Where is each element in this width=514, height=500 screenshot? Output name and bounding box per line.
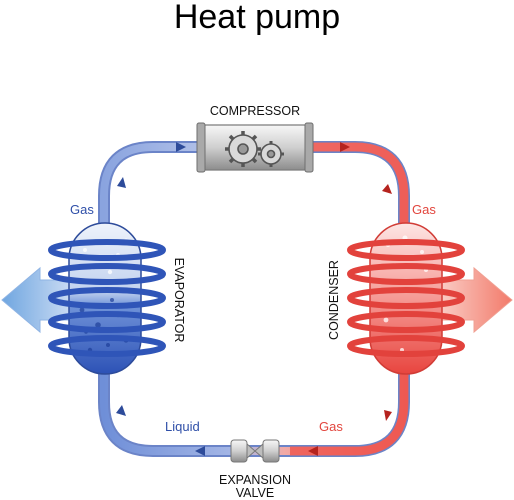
- flow-arrow-icon: [117, 177, 126, 188]
- refrigerant-loop: [98, 141, 410, 457]
- compressor-label: COMPRESSOR: [210, 104, 300, 118]
- diagram-title: Heat pump: [174, 0, 340, 36]
- expansion-valve-label-line1: EXPANSION: [219, 473, 291, 487]
- condenser-outlet-label: Gas: [319, 419, 343, 434]
- evaporator: [48, 222, 166, 375]
- condenser-inlet-label: Gas: [412, 202, 436, 217]
- flow-arrow-icon: [195, 446, 205, 456]
- compressor: [196, 122, 314, 173]
- evaporator-coil: [48, 239, 166, 357]
- condenser-label: CONDENSER: [327, 260, 341, 340]
- condenser: [347, 222, 465, 375]
- flow-arrow-icon: [176, 142, 186, 152]
- flow-arrows: [116, 142, 392, 456]
- condenser-coil: [347, 239, 465, 357]
- expansion-valve-label-line2: VALVE: [236, 486, 274, 500]
- flow-arrow-icon: [384, 410, 392, 421]
- expansion-valve: [230, 439, 280, 463]
- evaporator-outlet-label: Gas: [70, 202, 94, 217]
- flow-arrow-icon: [116, 405, 126, 416]
- flow-arrow-icon: [382, 184, 392, 194]
- evaporator-label: EVAPORATOR: [172, 258, 186, 343]
- gears-icon: [225, 131, 284, 167]
- flow-arrow-icon: [340, 142, 350, 152]
- valve-outlet-label: Liquid: [165, 419, 200, 434]
- flow-arrow-icon: [308, 446, 318, 456]
- pipe-bottom: [98, 364, 410, 457]
